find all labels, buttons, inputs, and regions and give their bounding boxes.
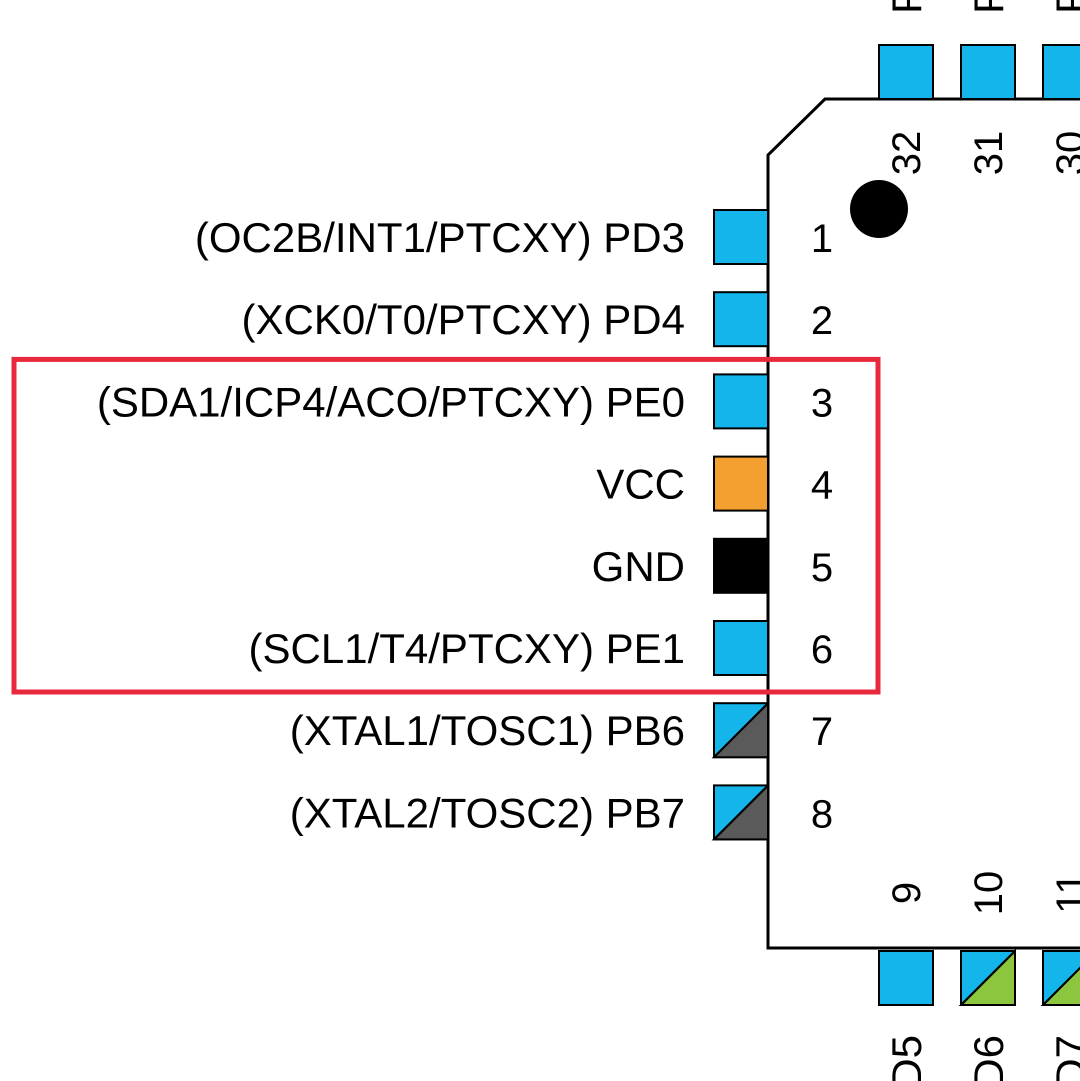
pin-32-number: 32 — [885, 131, 929, 176]
left-pin-row: (OC2B/INT1/PTCXY) PD3 1 (XCK0/T0/PTCXY) PD… — [97, 209, 833, 841]
pin-7-label: (XTAL1/TOSC1) PB6 — [290, 707, 685, 754]
pin-31-label: P — [965, 0, 1012, 14]
pin-32-label: P — [883, 0, 930, 14]
pin-30-pad — [1042, 44, 1080, 100]
pin-30-label: P — [1047, 0, 1080, 14]
pin-5-number: 5 — [811, 546, 833, 590]
top-pin-row: 32 P 31 P 30 P — [878, 0, 1080, 176]
pin-3-pad — [713, 373, 769, 430]
pin-1-label: (OC2B/INT1/PTCXY) PD3 — [195, 214, 685, 261]
pin-31-number: 31 — [967, 131, 1011, 176]
highlight-box — [11, 356, 881, 695]
pin-9-number: 9 — [885, 882, 929, 904]
pin-4-number: 4 — [811, 464, 833, 508]
pin-1-number: 1 — [811, 217, 833, 261]
pin-6-label: (SCL1/T4/PTCXY) PE1 — [249, 625, 685, 672]
pin-11-number: 11 — [1049, 872, 1080, 914]
pin-1-pad — [713, 209, 769, 265]
pin-3-label: (SDA1/ICP4/ACO/PTCXY) PE0 — [97, 378, 685, 425]
pin-10-number: 10 — [967, 871, 1011, 916]
pin-2-pad — [713, 291, 769, 348]
pin-9-pad — [878, 950, 934, 1006]
pin-8-pad — [711, 782, 769, 841]
pin-6-number: 6 — [811, 628, 833, 672]
pin-7-number: 7 — [811, 710, 833, 754]
pin-6-pad — [713, 620, 769, 676]
chip-package-body — [766, 97, 1080, 950]
pin-30-number: 30 — [1049, 131, 1080, 176]
pin-11-pad — [1040, 950, 1080, 1006]
pin-3-number: 3 — [811, 381, 833, 425]
pin-11-label: D7 — [1047, 1035, 1080, 1081]
pin-32-pad — [878, 44, 934, 100]
pin-31-pad — [960, 44, 1016, 100]
pin1-indicator-dot — [850, 180, 908, 238]
pin-7-pad — [711, 700, 769, 759]
pin-5-pad — [713, 537, 769, 594]
pin-5-label: GND — [592, 543, 685, 590]
pin-10-pad — [958, 948, 1016, 1006]
pin-10-label: D6 — [965, 1035, 1012, 1081]
pin-2-label: (XCK0/T0/PTCXY) PD4 — [242, 296, 685, 343]
pin-8-number: 8 — [811, 792, 833, 836]
pin-2-number: 2 — [811, 299, 833, 343]
pin-9-label: D5 — [883, 1035, 930, 1081]
pin-4-pad — [713, 455, 769, 512]
pin-8-label: (XTAL2/TOSC2) PB7 — [290, 789, 685, 836]
pin-4-label: VCC — [596, 461, 685, 508]
